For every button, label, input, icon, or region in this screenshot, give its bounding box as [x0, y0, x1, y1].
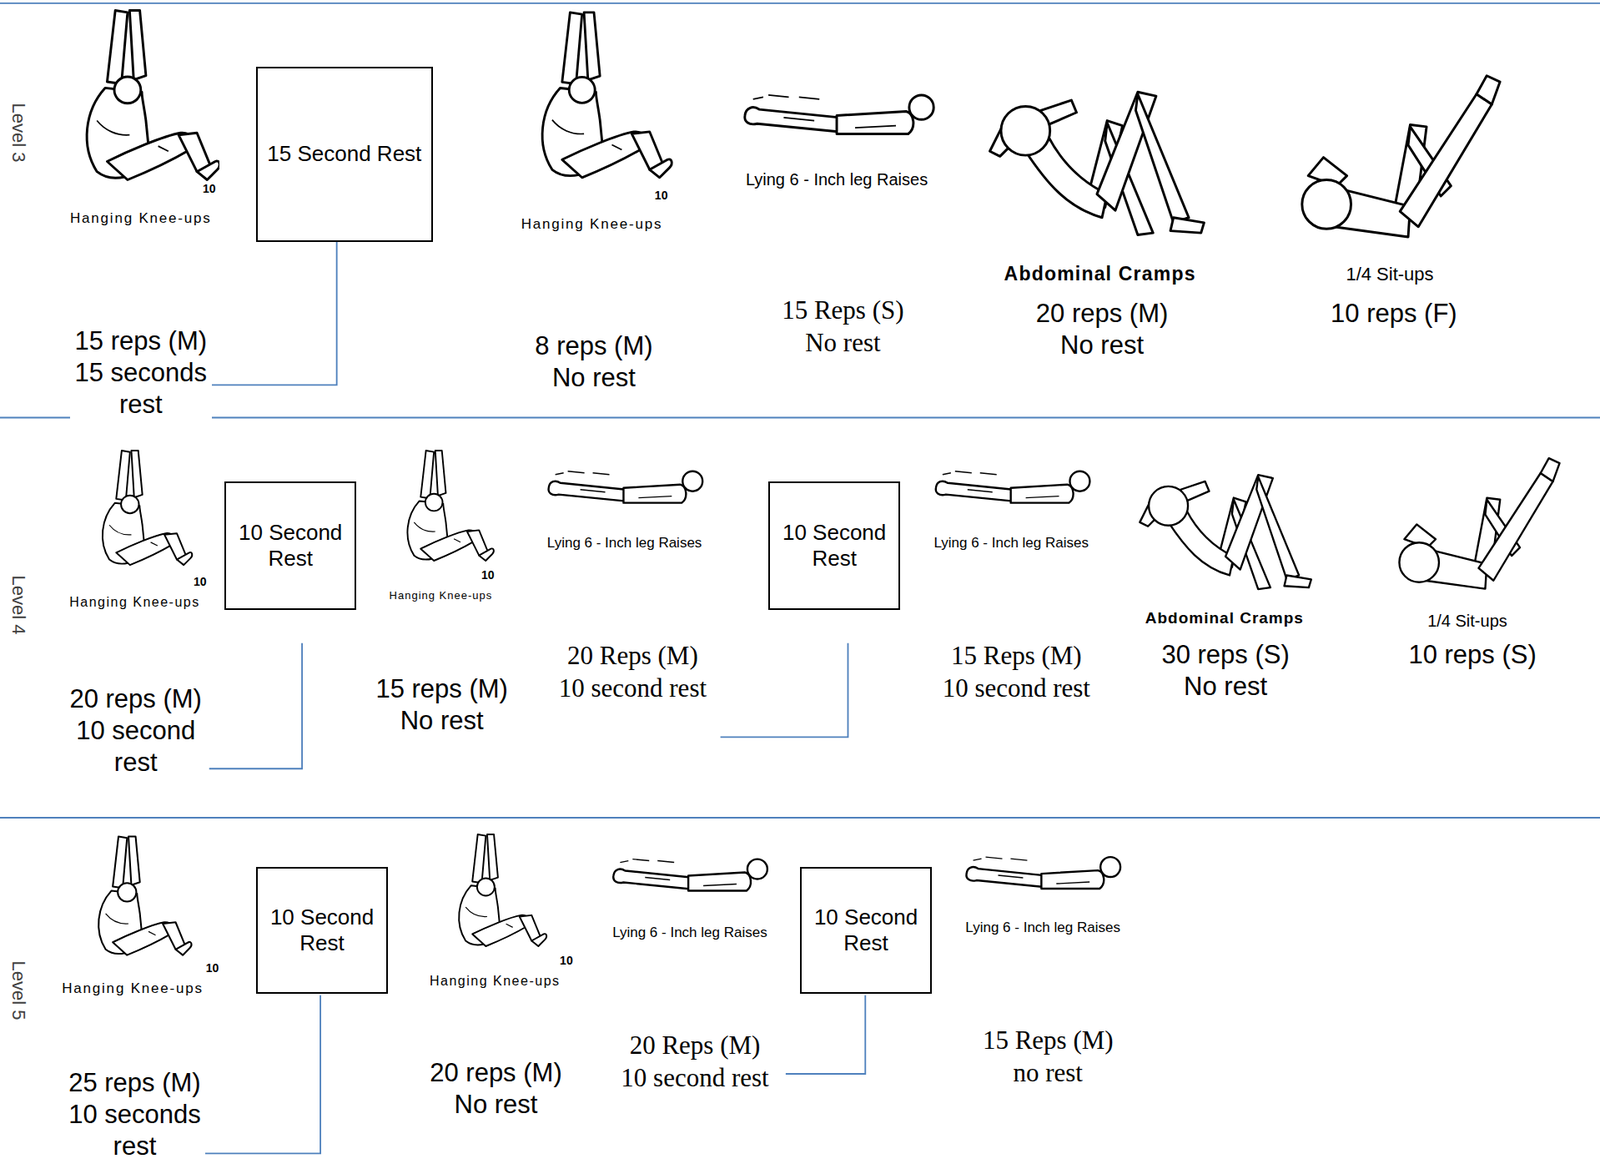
set-instruction: 20 reps (M) No rest [424, 1056, 567, 1121]
set-instruction: 8 reps (M) No rest [523, 330, 665, 394]
set-instruction: 30 reps (S) No rest [1154, 638, 1297, 703]
set-instruction: 20 reps (M) 10 second rest [65, 683, 207, 779]
exercise-name: Lying 6 - Inch leg Raises [612, 923, 768, 942]
set-instruction: 15 Reps (M) 10 second rest [937, 638, 1095, 705]
rep-count-mark: 10 [481, 568, 495, 582]
exercise-name: Hanging Knee-ups [61, 979, 204, 998]
rep-count-mark: 10 [206, 961, 220, 975]
set-instruction: 25 reps (M) 10 seconds rest [63, 1066, 206, 1163]
set-instruction: 20 Reps (M) 10 second rest [616, 1028, 774, 1094]
exercise-name: Hanging Knee-ups [70, 209, 212, 228]
exercise-name: Abdominal Cramps [1145, 608, 1304, 629]
exercise-name: Hanging Knee-ups [69, 593, 201, 611]
rest-box: 10 Second Rest [256, 866, 388, 995]
row-divider [0, 2, 1600, 5]
hanging-knee-up-figure [542, 12, 672, 178]
exercise-name: 1/4 Sit-ups [1345, 263, 1434, 286]
leg-raise-figure [548, 471, 704, 504]
rest-box: 10 Second Rest [768, 481, 901, 610]
rep-count-mark: 10 [654, 188, 669, 202]
exercise-name: Hanging Knee-ups [429, 971, 561, 990]
set-instruction: 20 Reps (M) 10 second rest [553, 638, 711, 705]
level-label: Level 4 [7, 575, 30, 635]
rep-count-mark: 10 [193, 574, 207, 589]
leg-raise-figure [744, 95, 934, 134]
level-label: Level 3 [7, 103, 30, 163]
hanging-knee-up-figure [86, 10, 220, 180]
leg-raise-figure [613, 859, 768, 891]
set-instruction: 20 reps (M) No rest [1031, 297, 1173, 362]
sit-up-figure [1398, 457, 1560, 589]
exercise-name: Lying 6 - Inch leg Raises [745, 169, 928, 190]
set-instruction: 10 reps (S) [1380, 638, 1565, 671]
crunch-figure [990, 91, 1205, 235]
exercise-name: Lying 6 - Inch leg Raises [547, 533, 703, 553]
set-instruction: 15 reps (M) No rest [371, 673, 514, 737]
leader-line [176, 241, 866, 1153]
hanging-knee-up-figure [458, 834, 547, 946]
row-divider [0, 816, 1600, 819]
rest-text: 10 Second Rest [774, 519, 894, 572]
rest-text: 10 Second Rest [231, 519, 350, 572]
rep-count-mark: 10 [202, 181, 217, 196]
row-divider [0, 417, 1600, 419]
hanging-knee-up-figure [102, 450, 192, 565]
rest-text: 10 Second Rest [806, 904, 926, 956]
exercise-name: Abdominal Cramps [1004, 261, 1197, 286]
row-divider [0, 3, 1600, 818]
leader-line [785, 995, 866, 1074]
set-instruction: 10 reps (F) [1302, 297, 1486, 330]
hanging-knee-up-figure [407, 450, 494, 561]
leader-line [209, 643, 302, 769]
set-instruction: 15 Reps (S) No rest [769, 293, 916, 359]
rep-count-mark: 10 [559, 953, 574, 967]
exercise-name: Lying 6 - Inch leg Raises [965, 918, 1121, 937]
leg-raise-figure [935, 471, 1091, 504]
leg-raise-figure [966, 856, 1121, 889]
exercise-name: Lying 6 - Inch leg Raises [933, 533, 1089, 553]
level-label: Level 5 [7, 960, 30, 1020]
leader-line [193, 241, 337, 385]
rest-text: 15 Second Rest [266, 140, 422, 167]
exercise-name: 1/4 Sit-ups [1427, 610, 1508, 631]
exercise-name: Hanging Knee-ups [389, 588, 494, 603]
sit-up-figure [1302, 75, 1500, 237]
crunch-figure [1139, 474, 1312, 589]
hanging-knee-up-figure [98, 836, 192, 956]
set-instruction: 15 Reps (M) no rest [975, 1023, 1122, 1089]
rest-box: 10 Second Rest [224, 481, 357, 610]
rest-box: 10 Second Rest [800, 866, 932, 995]
rest-box: 15 Second Rest [256, 66, 433, 242]
rest-text: 10 Second Rest [262, 904, 382, 956]
set-instruction: 15 reps (M) 15 seconds rest [70, 325, 212, 421]
exercise-name: Hanging Knee-ups [521, 215, 664, 234]
leader-line [720, 643, 849, 738]
